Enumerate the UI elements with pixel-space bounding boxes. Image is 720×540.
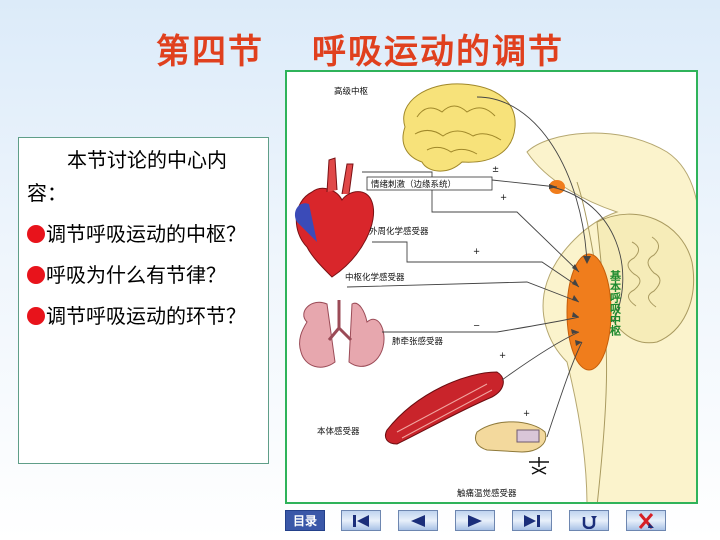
content-item: 调节呼吸运动的中枢？ xyxy=(27,218,258,251)
first-slide-button[interactable] xyxy=(341,510,381,531)
content-intro: 本节讨论的中心内容： xyxy=(27,148,227,205)
label-basic-respiratory-center: 基本呼吸中枢 xyxy=(609,269,623,337)
content-box: 本节讨论的中心内容： 调节呼吸运动的中枢？ 呼吸为什么有节律？ 调节呼吸运动的环… xyxy=(18,137,269,464)
last-slide-button[interactable] xyxy=(512,510,552,531)
basic-respiratory-center xyxy=(566,253,612,371)
svg-text:+: + xyxy=(523,409,530,419)
return-button[interactable] xyxy=(569,510,609,531)
svg-text:+: + xyxy=(499,351,506,361)
diagram-svg: 高级中枢 情绪刺激（边缘系统） 外周化学感受器 中枢化学感受器 肺牵张感受器 本… xyxy=(294,83,696,502)
bullet-icon xyxy=(27,266,45,284)
left-lung-shape xyxy=(299,301,336,368)
respiration-diagram: 高级中枢 情绪刺激（边缘系统） 外周化学感受器 中枢化学感受器 肺牵张感受器 本… xyxy=(285,70,698,504)
bullet-icon xyxy=(27,225,45,243)
heart-vessel xyxy=(294,203,317,242)
label-skin-receptor: 触痛温觉感受器 xyxy=(457,488,517,499)
muscle-shape xyxy=(384,371,504,445)
page-title-section: 第四节 xyxy=(156,32,264,72)
svg-text:+: + xyxy=(473,247,480,257)
prev-slide-button[interactable] xyxy=(398,510,438,531)
page-title-topic: 呼吸运动的调节 xyxy=(312,32,564,72)
label-emotion: 情绪刺激（边缘系统） xyxy=(371,179,456,190)
exit-icon xyxy=(638,512,654,529)
first-slide-icon xyxy=(353,514,369,527)
heart-shape xyxy=(295,187,374,278)
content-item: 调节呼吸运动的环节？ xyxy=(27,300,258,333)
label-central-chemoreceptor: 中枢化学感受器 xyxy=(345,272,405,283)
label-lung-stretch-receptor: 肺牵张感受器 xyxy=(392,336,444,347)
label-proprioceptor: 本体感受器 xyxy=(317,426,360,437)
svg-text:−: − xyxy=(473,321,480,331)
last-slide-icon xyxy=(524,514,540,527)
brain-shape xyxy=(402,83,516,172)
exit-button[interactable] xyxy=(626,510,666,531)
label-higher-center: 高级中枢 xyxy=(334,86,369,97)
menu-button[interactable]: 目录 xyxy=(285,510,325,531)
next-slide-button[interactable] xyxy=(455,510,495,531)
prev-slide-icon xyxy=(411,514,425,527)
svg-text:+: + xyxy=(500,193,507,203)
cerebellum-shape xyxy=(596,213,695,344)
emotion-label-box xyxy=(366,176,493,191)
next-slide-icon xyxy=(468,514,482,527)
svg-text:±: ± xyxy=(492,165,499,175)
label-peripheral-chemoreceptor: 外周化学感受器 xyxy=(369,226,429,237)
right-lung-shape xyxy=(348,302,385,367)
skin-shape xyxy=(474,421,547,453)
return-icon xyxy=(582,515,597,529)
bullet-icon xyxy=(27,307,45,325)
content-item: 呼吸为什么有节律？ xyxy=(27,259,258,292)
page-title: 第四节 呼吸运动的调节 xyxy=(0,24,720,73)
